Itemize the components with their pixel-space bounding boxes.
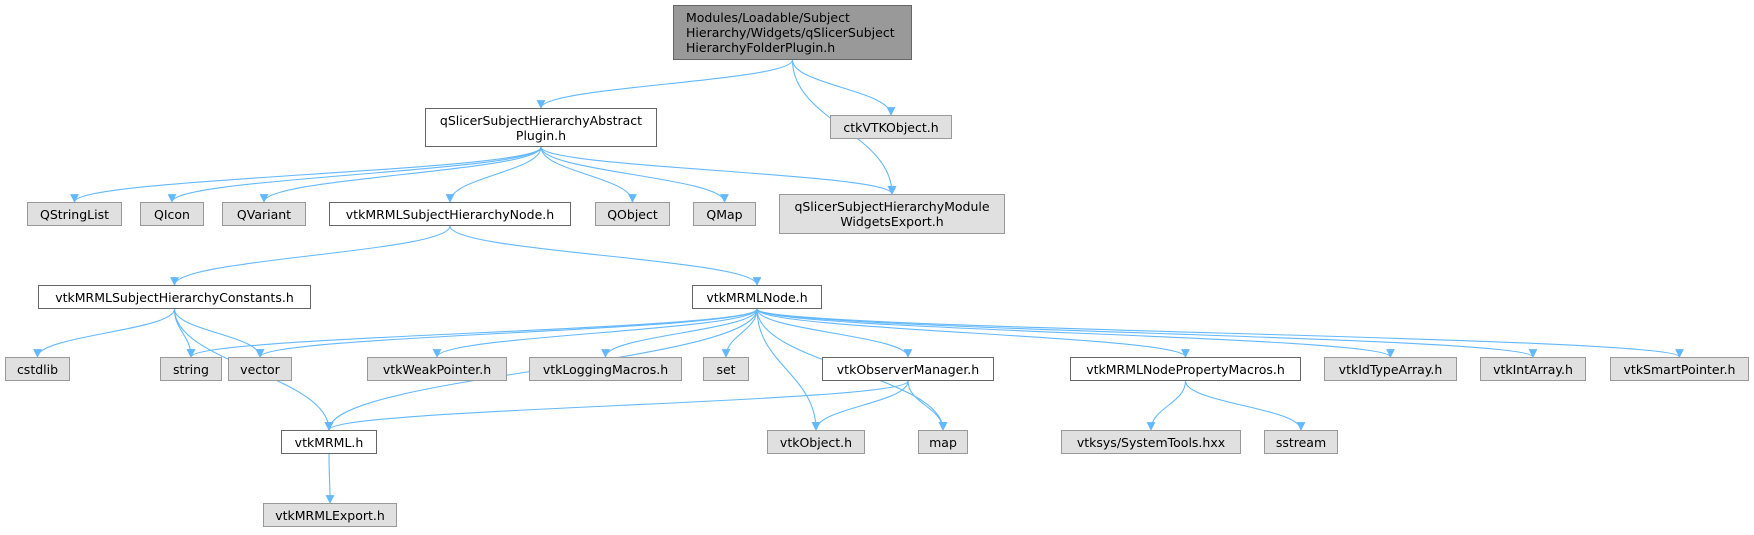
qicon-node: QIcon <box>140 202 204 226</box>
edge-mrml_node-to-string <box>186 308 758 358</box>
vtk-mrml-node[interactable]: vtkMRML.h <box>281 430 377 454</box>
smart-pointer-node: vtkSmartPointer.h <box>1610 357 1749 381</box>
edge-observer_manager-to-map <box>907 380 948 431</box>
logging-macros-node: vtkLoggingMacros.h <box>529 357 682 381</box>
edge-abstract_plugin-to-sh_node <box>445 146 542 203</box>
edge-abstract_plugin-to-qicon <box>167 146 542 203</box>
set-node: set <box>703 357 749 381</box>
vector-node: vector <box>228 357 292 381</box>
ctk-vtk-object-node: ctkVTKObject.h <box>830 115 952 139</box>
edge-mrml_node-to-vtk_object <box>756 308 821 431</box>
edge-abstract_plugin-to-qmap <box>540 146 729 203</box>
edge-abstract_plugin-to-module_widgets_export <box>540 146 897 195</box>
id-type-array-node: vtkIdTypeArray.h <box>1324 357 1457 381</box>
edge-node_property_macros-to-system_tools <box>1146 380 1187 431</box>
subject-hierarchy-constants-node[interactable]: vtkMRMLSubjectHierarchyConstants.h <box>38 285 311 309</box>
edge-abstract_plugin-to-qvariant <box>259 146 542 203</box>
edge-vtk_mrml-to-mrml_export <box>325 453 335 504</box>
string-node: string <box>160 357 222 381</box>
sstream-node: sstream <box>1264 430 1338 454</box>
edge-observer_manager-to-vtk_object <box>811 380 909 431</box>
edge-mrml_node-to-logging_macros <box>601 308 758 358</box>
system-tools-node: vtksys/SystemTools.hxx <box>1061 430 1241 454</box>
edge-mrml_node-to-observer_manager <box>756 308 913 358</box>
mrml-export-node: vtkMRMLExport.h <box>263 503 397 527</box>
edge-root-to-ctk_vtk_object <box>791 59 896 116</box>
edge-mrml_node-to-smart_pointer <box>756 308 1684 358</box>
edge-sh_node-to-sh_constants <box>170 225 451 286</box>
edge-mrml_node-to-node_property_macros <box>756 308 1190 358</box>
vtk-object-node: vtkObject.h <box>767 430 865 454</box>
edge-abstract_plugin-to-qstringlist <box>70 146 542 203</box>
edge-mrml_node-to-set <box>721 308 758 358</box>
qobject-node: QObject <box>595 202 670 226</box>
edge-mrml_node-to-vector <box>255 308 758 358</box>
edge-mrml_node-to-int_array <box>756 308 1538 358</box>
edge-node_property_macros-to-sstream <box>1184 380 1306 431</box>
edge-sh_constants-to-cstdlib <box>33 308 176 358</box>
edge-sh_node-to-mrml_node <box>449 225 762 286</box>
qvariant-node: QVariant <box>222 202 306 226</box>
map-node: map <box>918 430 968 454</box>
edge-observer_manager-to-vtk_mrml <box>324 380 909 431</box>
module-widgets-export-node: qSlicerSubjectHierarchyModule WidgetsExp… <box>779 194 1005 234</box>
edge-abstract_plugin-to-qobject <box>540 146 637 203</box>
abstract-plugin-node[interactable]: qSlicerSubjectHierarchyAbstract Plugin.h <box>425 108 657 147</box>
qmap-node: QMap <box>693 202 756 226</box>
root-file-node: Modules/Loadable/Subject Hierarchy/Widge… <box>673 5 912 60</box>
qstringlist-node: QStringList <box>27 202 122 226</box>
cstdlib-node: cstdlib <box>5 357 70 381</box>
edge-sh_constants-to-string <box>173 308 196 358</box>
int-array-node: vtkIntArray.h <box>1480 357 1586 381</box>
edge-mrml_node-to-id_type_array <box>756 308 1395 358</box>
edge-mrml_node-to-weak_pointer <box>432 308 758 358</box>
node-property-macros-node[interactable]: vtkMRMLNodePropertyMacros.h <box>1070 357 1301 381</box>
weak-pointer-node: vtkWeakPointer.h <box>367 357 507 381</box>
subject-hierarchy-node-node[interactable]: vtkMRMLSubjectHierarchyNode.h <box>329 202 571 226</box>
edge-root-to-abstract_plugin <box>536 59 794 109</box>
mrml-node-node[interactable]: vtkMRMLNode.h <box>692 285 822 309</box>
observer-manager-node[interactable]: vtkObserverManager.h <box>822 357 994 381</box>
